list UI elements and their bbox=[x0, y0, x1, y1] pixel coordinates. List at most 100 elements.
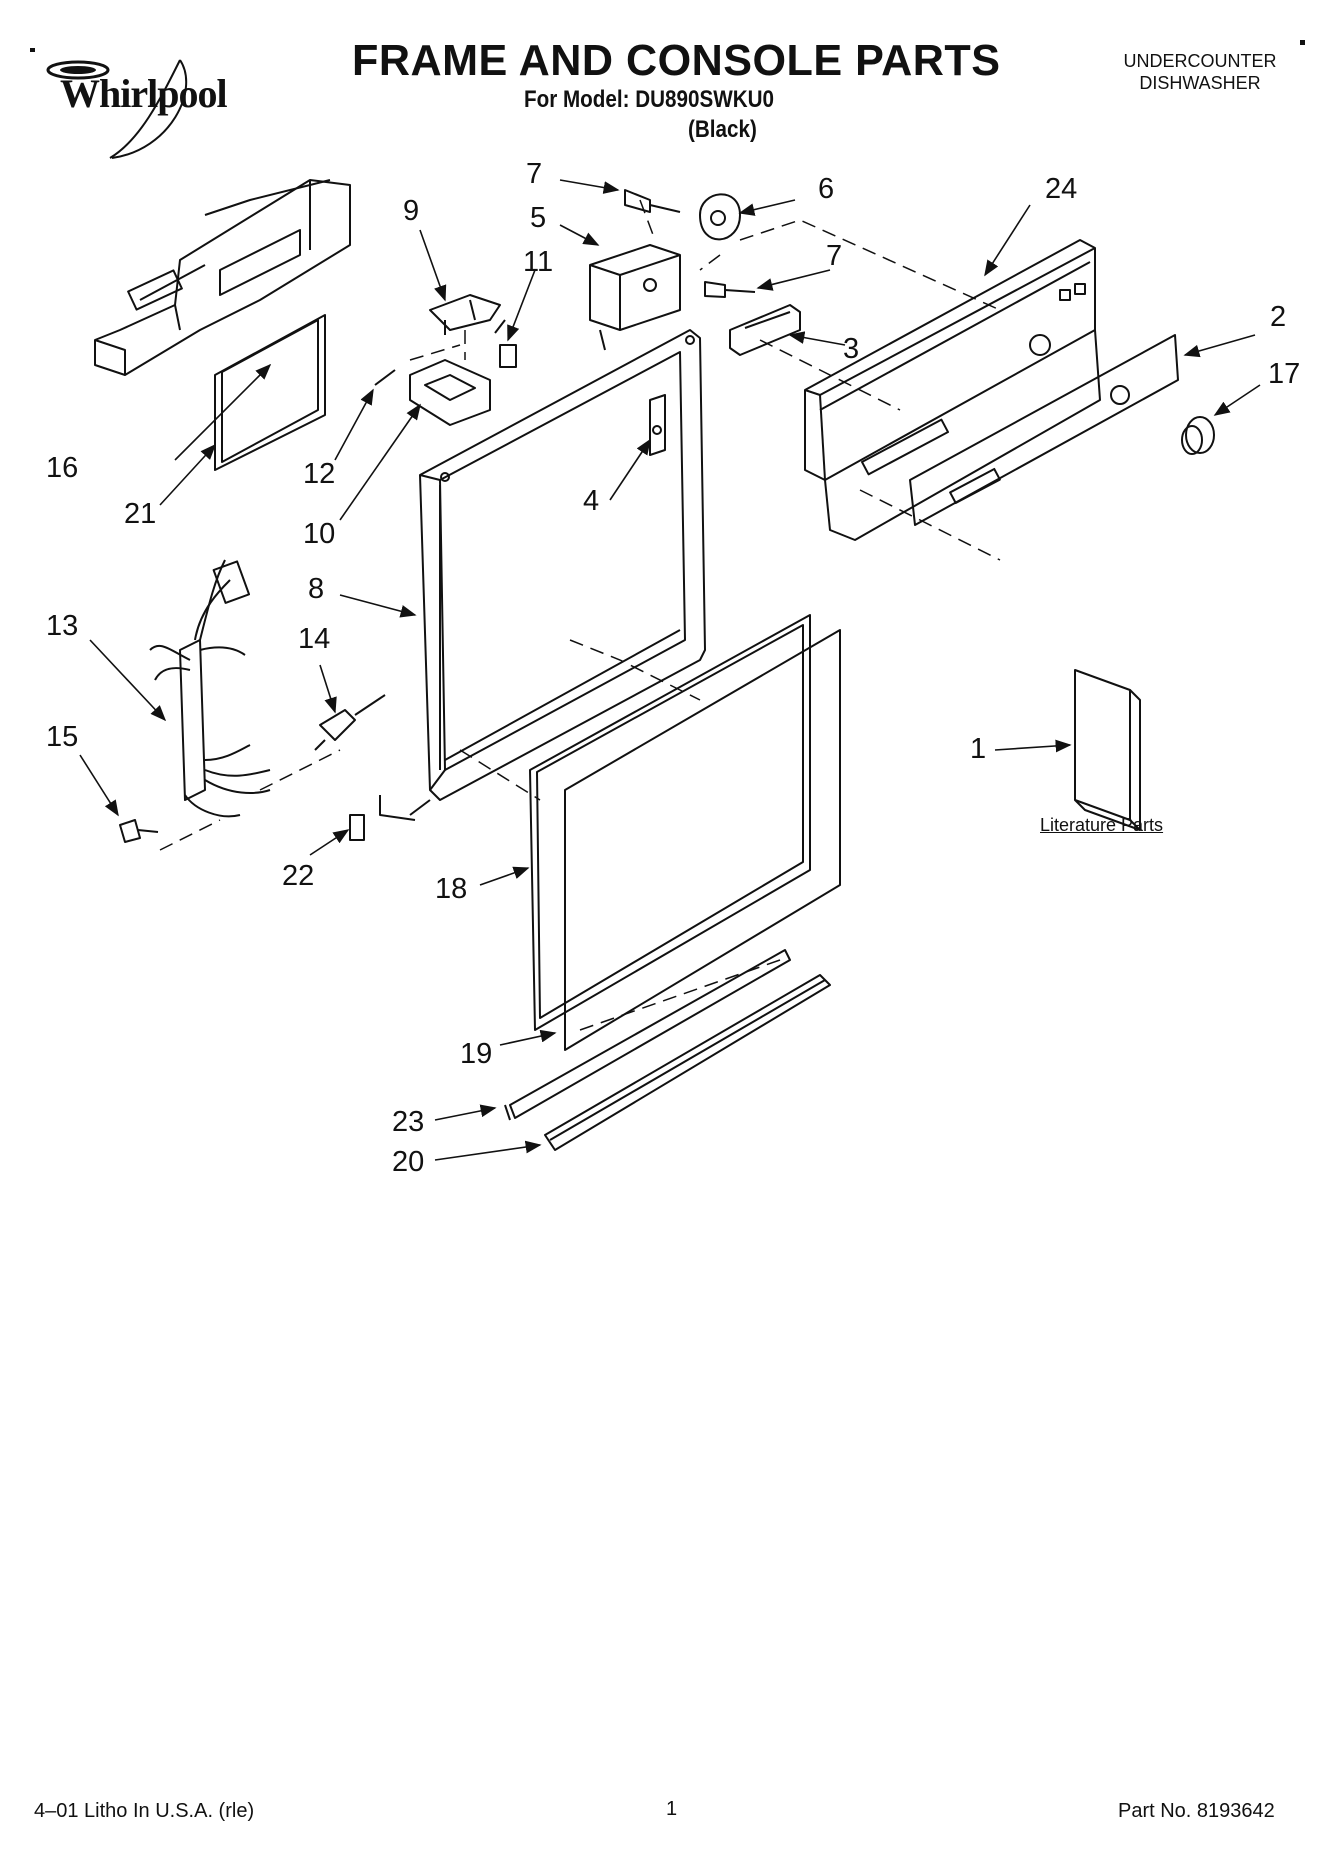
callout-11: 11 bbox=[523, 246, 554, 278]
callout-16: 16 bbox=[46, 452, 79, 484]
callout-22: 22 bbox=[282, 860, 315, 892]
part-5-latch bbox=[589, 244, 681, 351]
appliance-line-1: UNDERCOUNTER bbox=[1123, 51, 1277, 71]
part-2-overlay bbox=[909, 334, 1179, 526]
callout-18: 18 bbox=[435, 873, 468, 905]
leader-23 bbox=[434, 1104, 497, 1121]
leader-20 bbox=[434, 1140, 542, 1161]
leader-7-top bbox=[559, 179, 620, 194]
corner-mark bbox=[30, 48, 35, 52]
callout-7-right: 7 bbox=[826, 240, 843, 272]
alignment-line bbox=[259, 749, 341, 791]
part-7-screw-top bbox=[624, 189, 681, 213]
literature-parts-label: Literature Parts bbox=[1040, 815, 1164, 835]
alignment-line bbox=[739, 219, 1001, 311]
alignment-line bbox=[579, 959, 781, 1031]
leader-18 bbox=[479, 866, 530, 886]
logo-swirl-icon bbox=[46, 59, 188, 159]
part-11-switch bbox=[494, 319, 517, 368]
leader-8 bbox=[339, 594, 417, 618]
callout-5: 5 bbox=[530, 202, 547, 234]
callout-13: 13 bbox=[46, 610, 79, 642]
alignment-line bbox=[859, 489, 1001, 561]
leader-14 bbox=[319, 664, 337, 714]
appliance-line-2: DISHWASHER bbox=[1139, 73, 1261, 93]
callout-14: 14 bbox=[298, 623, 331, 655]
callout-21: 21 bbox=[124, 498, 157, 530]
callout-7-top: 7 bbox=[526, 158, 543, 190]
callout-9: 9 bbox=[403, 195, 420, 227]
callout-24: 24 bbox=[1045, 173, 1078, 205]
callout-10: 10 bbox=[303, 518, 336, 550]
leader-1 bbox=[994, 739, 1072, 753]
leader-21 bbox=[159, 443, 217, 506]
page-title: FRAME AND CONSOLE PARTS bbox=[352, 36, 1001, 85]
leader-15 bbox=[79, 754, 119, 817]
part-16-housing bbox=[94, 179, 351, 376]
leader-19 bbox=[499, 1029, 557, 1046]
part-6-cam bbox=[699, 193, 741, 241]
part-13-wire-harness bbox=[149, 559, 271, 818]
leader-17 bbox=[1213, 384, 1261, 416]
callout-2: 2 bbox=[1270, 301, 1287, 333]
model-line: For Model: DU890SWKU0 bbox=[524, 86, 775, 113]
part-18-door-panel bbox=[529, 614, 811, 1031]
page-number: 1 bbox=[666, 1798, 678, 1820]
leader-11 bbox=[507, 269, 536, 342]
callout-8: 8 bbox=[308, 573, 325, 605]
alignment-line bbox=[699, 254, 721, 271]
part-17-knob bbox=[1181, 416, 1215, 455]
part-1-literature bbox=[1074, 669, 1141, 831]
callout-20: 20 bbox=[392, 1146, 425, 1178]
part-number: Part No. 8193642 bbox=[1118, 1800, 1275, 1822]
leader-3 bbox=[788, 331, 846, 346]
leader-7-right bbox=[756, 269, 831, 291]
part-10-holder bbox=[409, 359, 491, 426]
callout-15: 15 bbox=[46, 721, 79, 753]
appliance-type: UNDERCOUNTER DISHWASHER bbox=[1100, 50, 1300, 94]
leader-10 bbox=[339, 403, 421, 521]
leader-5 bbox=[559, 224, 600, 246]
part-21-panel bbox=[214, 314, 326, 471]
alignment-line bbox=[569, 639, 701, 701]
part-19-front-panel bbox=[564, 629, 841, 1051]
part-23-trim bbox=[504, 949, 791, 1121]
leader-13 bbox=[89, 639, 167, 722]
part-9-bracket bbox=[429, 294, 501, 335]
part-8-door-frame bbox=[379, 329, 706, 821]
leader-6 bbox=[738, 199, 796, 216]
part-15-screw bbox=[119, 819, 159, 843]
alignment-line bbox=[759, 339, 901, 411]
alignment-line bbox=[409, 344, 461, 361]
leader-12 bbox=[334, 388, 374, 461]
part-12-clip bbox=[374, 369, 396, 386]
leader-9 bbox=[419, 229, 447, 302]
callout-23: 23 bbox=[392, 1106, 425, 1138]
part-22-clip bbox=[349, 814, 365, 841]
footer-print-info: 4–01 Litho In U.S.A. (rle) bbox=[34, 1800, 255, 1822]
part-3-switch-module bbox=[729, 304, 801, 356]
callout-6: 6 bbox=[818, 173, 835, 205]
corner-mark bbox=[1300, 40, 1305, 45]
alignment-line bbox=[639, 199, 656, 241]
part-7-screw-right bbox=[704, 281, 756, 298]
alignment-line bbox=[159, 819, 221, 851]
leader-16 bbox=[174, 363, 272, 461]
callout-3: 3 bbox=[843, 333, 860, 365]
callout-4: 4 bbox=[583, 485, 600, 517]
part-4-bracket bbox=[649, 394, 666, 456]
brand-logo: Whirlpool bbox=[30, 40, 270, 160]
leader-4 bbox=[609, 438, 651, 501]
color-line: (Black) bbox=[688, 116, 757, 143]
leader-2 bbox=[1183, 334, 1256, 358]
part-20-trim bbox=[544, 974, 831, 1151]
callout-1: 1 bbox=[970, 733, 987, 765]
callout-17: 17 bbox=[1268, 358, 1301, 390]
alignment-line bbox=[459, 749, 541, 801]
leader-24 bbox=[984, 204, 1031, 277]
leader-22 bbox=[309, 829, 350, 856]
callout-12: 12 bbox=[303, 458, 336, 490]
brand-name: Whirlpool bbox=[60, 71, 228, 116]
part-14-sensor bbox=[314, 694, 386, 751]
